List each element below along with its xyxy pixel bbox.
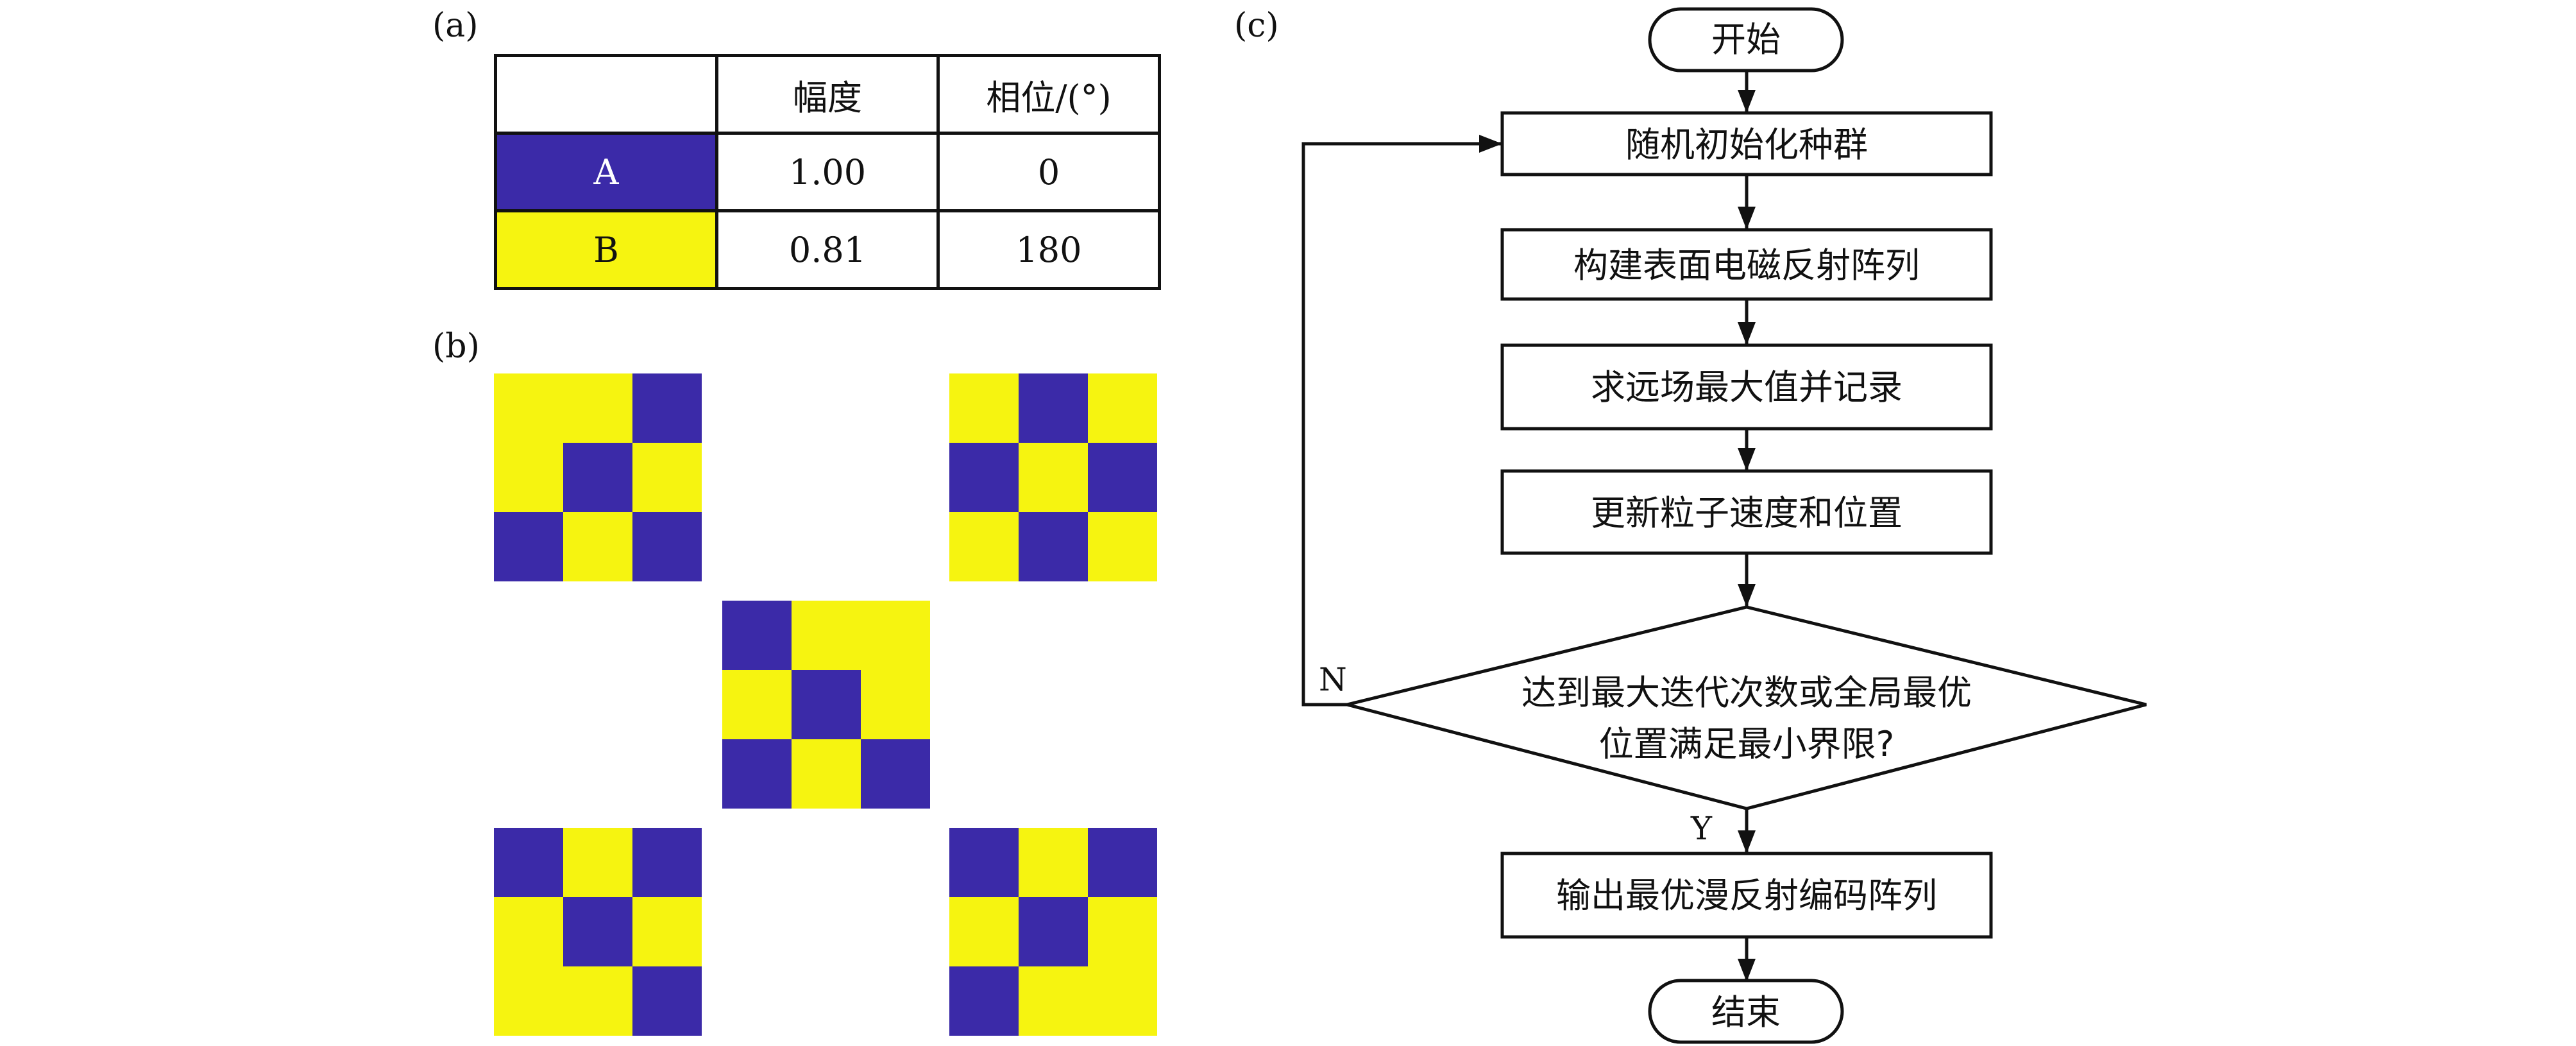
pattern-cell <box>563 828 632 897</box>
unit-a-phase: 0 <box>936 132 1161 212</box>
unit-b-swatch: B <box>494 209 718 290</box>
pattern-cell <box>1019 897 1088 966</box>
start-label: 开始 <box>1711 19 1781 60</box>
pattern-cell <box>632 443 702 512</box>
unit-b-amplitude: 0.81 <box>715 209 940 290</box>
step-3-label: 求远场最大值并记录 <box>1591 367 1902 407</box>
pattern-cell <box>722 601 792 670</box>
process-output-array <box>1500 852 1993 939</box>
pattern-cell <box>792 670 861 739</box>
pattern-cell <box>949 512 1019 581</box>
pattern-cell <box>1019 512 1088 581</box>
pattern-cell <box>861 739 930 809</box>
pattern-cell <box>494 897 563 966</box>
unit-a-amplitude: 1.00 <box>715 132 940 212</box>
pattern-cell <box>563 443 632 512</box>
unit-a-swatch: A <box>494 132 718 212</box>
pattern-cell <box>494 373 563 443</box>
output-label: 输出最优漫反射编码阵列 <box>1556 875 1937 916</box>
table-header-row: 幅度 相位/(°) <box>494 54 1161 135</box>
pattern-cell <box>494 512 563 581</box>
end-terminal <box>1648 979 1844 1044</box>
process-build-array <box>1500 228 1993 301</box>
decision-diamond <box>1346 605 2147 810</box>
start-terminal <box>1648 7 1844 73</box>
unit-b-phase: 180 <box>936 209 1161 290</box>
pattern-cell <box>792 739 861 809</box>
coding-pattern-top-left <box>494 373 702 581</box>
pattern-cell <box>1019 966 1088 1036</box>
no-branch-label: N <box>1319 661 1347 698</box>
arrow-decision-no-loop <box>1301 135 1502 707</box>
pattern-cell <box>563 373 632 443</box>
panel-label-a: (a) <box>432 6 479 45</box>
pattern-cell <box>1088 373 1157 443</box>
pattern-cell <box>1088 966 1157 1036</box>
pattern-cell <box>792 601 861 670</box>
pattern-cell <box>949 373 1019 443</box>
coding-pattern-top-right <box>949 373 1157 581</box>
pattern-cell <box>722 739 792 809</box>
coding-pattern-center <box>722 601 930 809</box>
table-header-blank <box>494 54 718 135</box>
pattern-cell <box>949 966 1019 1036</box>
pattern-cell <box>563 966 632 1036</box>
process-farfield-max <box>1500 343 1993 431</box>
pattern-cell <box>1019 373 1088 443</box>
panel-label-b: (b) <box>432 327 480 366</box>
pattern-cell <box>632 373 702 443</box>
step-4-label: 更新粒子速度和位置 <box>1591 493 1902 533</box>
step-1-label: 随机初始化种群 <box>1625 124 1868 165</box>
pattern-cell <box>494 966 563 1036</box>
pattern-cell <box>1088 897 1157 966</box>
pattern-cell <box>1088 512 1157 581</box>
pattern-cell <box>632 897 702 966</box>
pattern-cell <box>563 512 632 581</box>
process-update-particles <box>1500 469 1993 555</box>
table-header-amplitude: 幅度 <box>715 54 940 135</box>
coding-pattern-bottom-left <box>494 828 702 1036</box>
pattern-cell <box>861 670 930 739</box>
pattern-cell <box>861 601 930 670</box>
pattern-cell <box>949 828 1019 897</box>
pattern-cell <box>632 966 702 1036</box>
pattern-cell <box>1019 443 1088 512</box>
decision-label-line1: 达到最大迭代次数或全局最优 <box>1521 673 1972 713</box>
process-init-population <box>1500 111 1993 176</box>
pattern-cell <box>1088 828 1157 897</box>
pattern-cell <box>949 897 1019 966</box>
pattern-cell <box>722 670 792 739</box>
yes-branch-label: Y <box>1690 810 1713 847</box>
decision-label-line2: 位置满足最小界限? <box>1599 724 1895 764</box>
coding-pattern-bottom-right <box>949 828 1157 1036</box>
pattern-cell <box>494 828 563 897</box>
table-row-a: A 1.00 0 <box>494 132 1161 212</box>
pattern-cell <box>1019 828 1088 897</box>
pattern-cell <box>494 443 563 512</box>
step-2-label: 构建表面电磁反射阵列 <box>1573 245 1920 286</box>
panel-label-c: (c) <box>1234 6 1279 45</box>
pattern-cell <box>563 897 632 966</box>
pattern-cell <box>632 828 702 897</box>
end-label: 结束 <box>1711 992 1781 1033</box>
pattern-cell <box>1088 443 1157 512</box>
table-row-b: B 0.81 180 <box>494 209 1161 290</box>
parameter-table: 幅度 相位/(°) A 1.00 0 B 0.81 180 <box>494 54 1161 290</box>
pattern-cell <box>949 443 1019 512</box>
table-header-phase: 相位/(°) <box>936 54 1161 135</box>
pattern-cell <box>632 512 702 581</box>
